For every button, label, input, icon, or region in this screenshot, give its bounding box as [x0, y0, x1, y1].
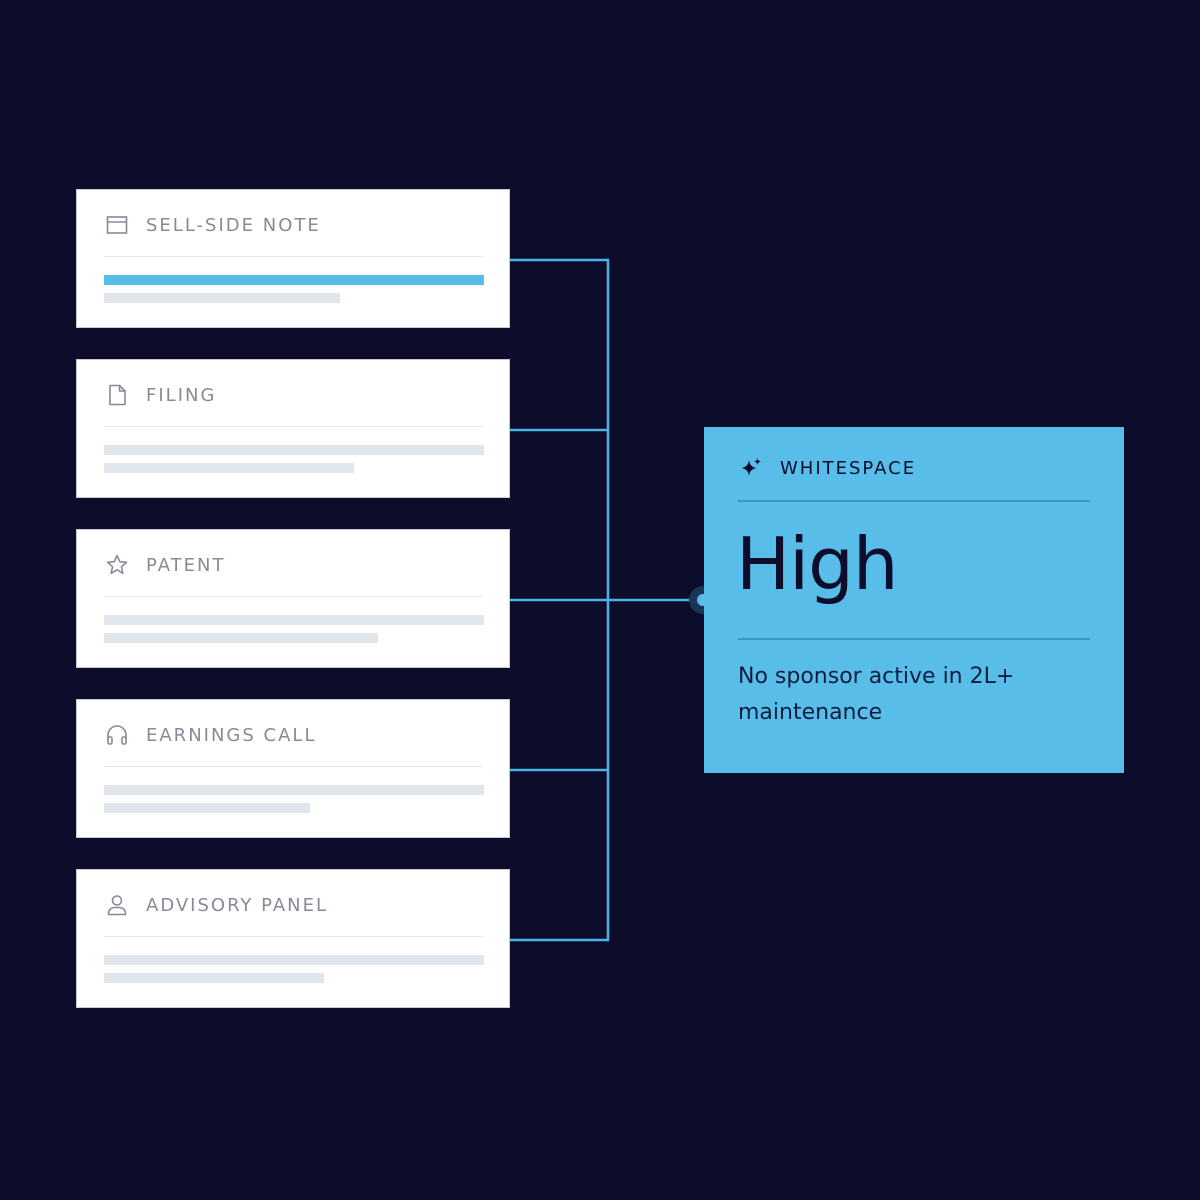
- card-divider: [104, 936, 483, 937]
- placeholder-text-line: [104, 615, 484, 625]
- person-icon: [104, 892, 130, 918]
- placeholder-text-line: [104, 973, 324, 983]
- panel-window-icon: [104, 212, 130, 238]
- placeholder-text-line: [104, 445, 484, 455]
- placeholder-text-line: [104, 293, 340, 303]
- result-card-whitespace: WHITESPACE High No sponsor active in 2L+…: [704, 427, 1124, 773]
- source-label: FILING: [146, 384, 217, 406]
- source-label: SELL-SIDE NOTE: [146, 214, 321, 236]
- placeholder-text-line: [104, 785, 484, 795]
- source-label: ADVISORY PANEL: [146, 894, 329, 916]
- star-icon: [104, 552, 130, 578]
- card-divider: [104, 766, 483, 767]
- placeholder-text-line: [104, 803, 310, 813]
- highlighted-text-line: [104, 275, 484, 285]
- result-divider-top: [738, 500, 1090, 502]
- result-label: WHITESPACE: [780, 457, 917, 479]
- card-divider: [104, 596, 483, 597]
- result-value: High: [736, 522, 898, 606]
- result-description: No sponsor active in 2L+ maintenance: [738, 664, 1015, 725]
- source-card-filing: FILING: [76, 359, 510, 498]
- source-card-sell-side-note: SELL-SIDE NOTE: [76, 189, 510, 328]
- source-label: PATENT: [146, 554, 226, 576]
- placeholder-text-line: [104, 463, 354, 473]
- card-divider: [104, 426, 483, 427]
- card-divider: [104, 256, 483, 257]
- source-label: EARNINGS CALL: [146, 724, 317, 746]
- source-card-patent: PATENT: [76, 529, 510, 668]
- sparkle-icon: [738, 455, 764, 481]
- placeholder-text-line: [104, 633, 378, 643]
- document-icon: [104, 382, 130, 408]
- result-divider-bottom: [738, 638, 1090, 640]
- headphones-icon: [104, 722, 130, 748]
- source-card-advisory-panel: ADVISORY PANEL: [76, 869, 510, 1008]
- placeholder-text-line: [104, 955, 484, 965]
- source-card-earnings-call: EARNINGS CALL: [76, 699, 510, 838]
